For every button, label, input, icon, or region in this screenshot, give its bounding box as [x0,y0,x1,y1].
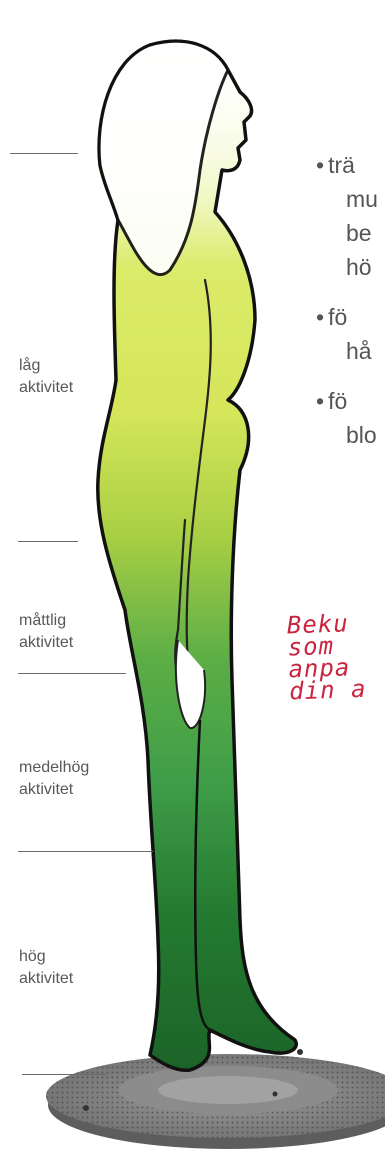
zone-label-moderate-line1: måttlig [19,610,129,632]
benefit-item: •trä mu be hö [316,148,385,284]
zone-label-moderate-line2: aktivitet [19,632,129,654]
benefit-list: •trä mu be hö •fö hå •fö blo [316,148,385,468]
benefit-item-line: be [316,216,385,250]
zone-label-low-line1: låg [19,355,129,377]
zone-label-medium-high-line2: aktivitet [19,779,129,801]
zone-divider-moderate [18,673,126,674]
zone-label-high: hög aktivitet [19,946,129,990]
balance-board [46,1049,385,1149]
zone-divider-top [10,153,78,154]
zone-label-high-line2: aktivitet [19,968,129,990]
zone-label-low-line2: aktivitet [19,377,129,399]
bullet-dot-icon: • [316,152,324,178]
zone-divider-low [18,541,78,542]
zone-label-moderate: måttlig aktivitet [19,610,129,654]
zone-label-low: låg aktivitet [19,355,129,399]
note-line: din a [289,676,385,703]
benefit-item-line: blo [316,418,385,452]
benefit-item: •fö blo [316,384,385,452]
zone-label-medium-high: medelhög aktivitet [19,757,129,801]
benefit-item-line: fö [328,304,347,330]
bullet-dot-icon: • [316,304,324,330]
benefit-item: •fö hå [316,300,385,368]
benefit-item-line: trä [328,152,355,178]
zone-divider-medium-high [18,851,153,852]
zone-label-medium-high-line1: medelhög [19,757,129,779]
handwritten-note: Beku som anpa din a [287,610,385,703]
bullet-dot-icon: • [316,388,324,414]
benefit-item-line: mu [316,182,385,216]
benefit-item-line: fö [328,388,347,414]
benefit-item-line: hö [316,250,385,284]
zone-divider-bottom [22,1074,106,1075]
benefit-item-line: hå [316,334,385,368]
zone-label-high-line1: hög [19,946,129,968]
